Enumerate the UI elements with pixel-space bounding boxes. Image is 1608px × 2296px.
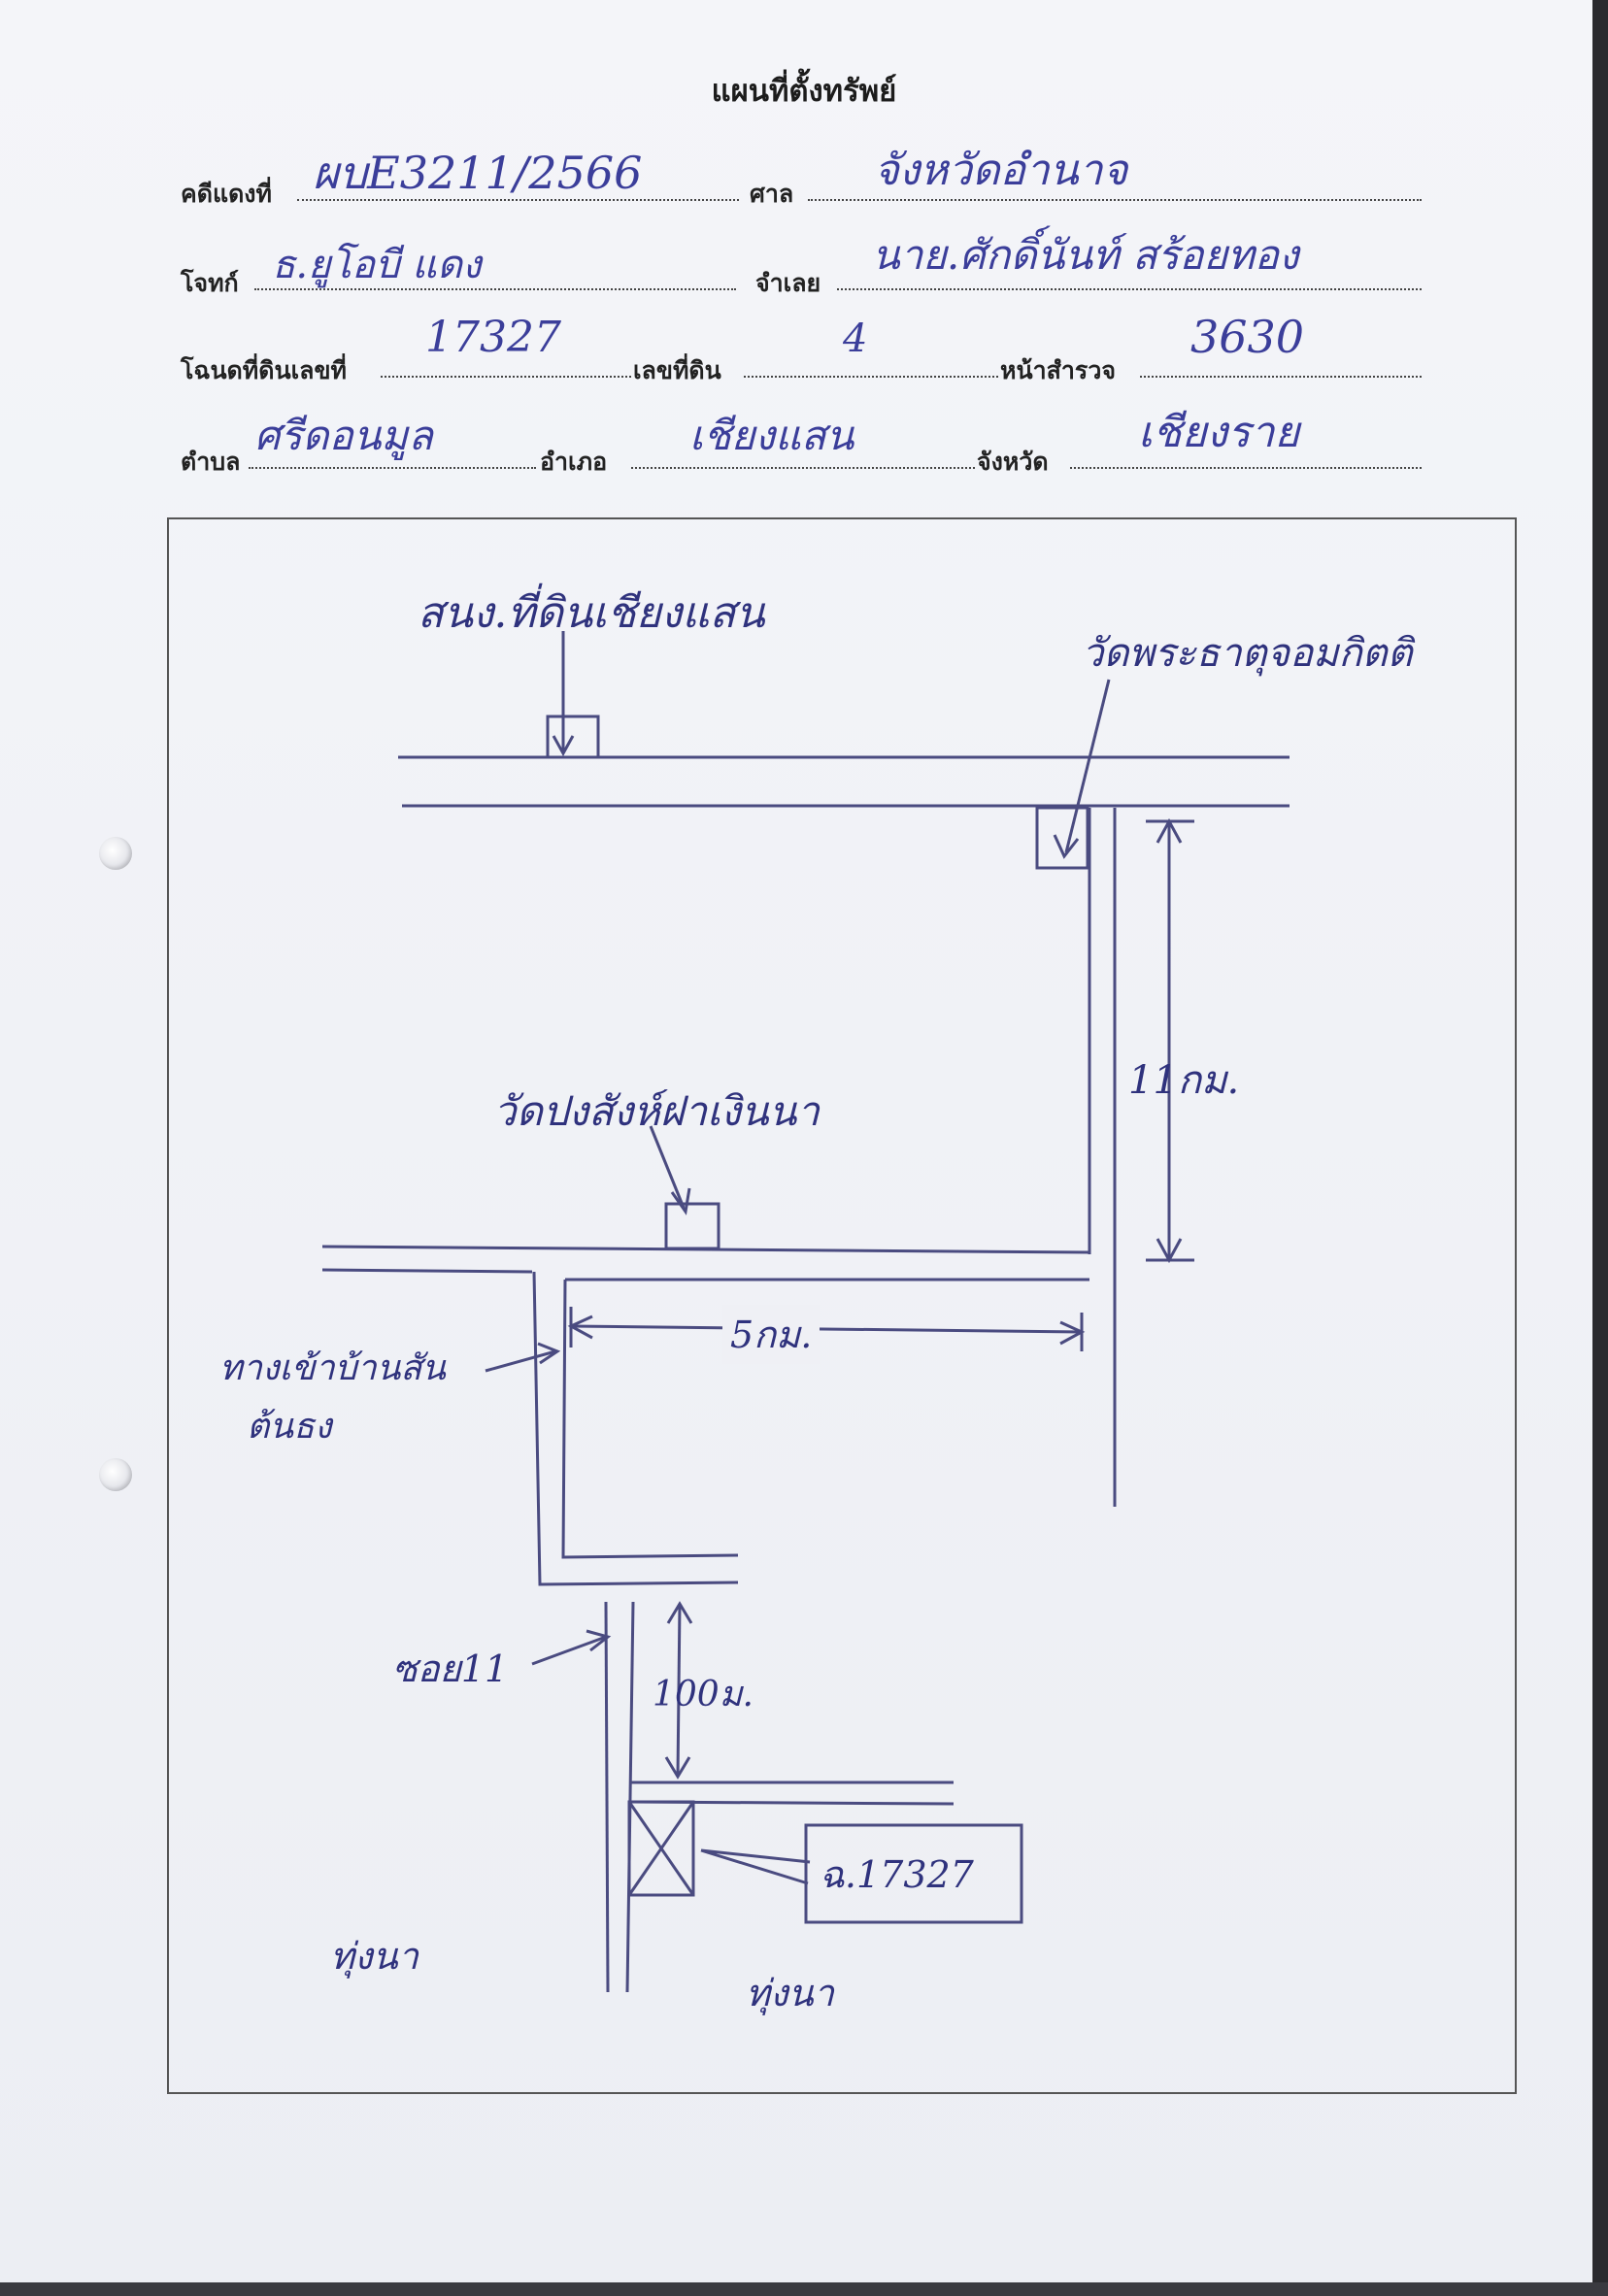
punch-hole-icon	[99, 837, 132, 870]
scan-edge-bottom	[0, 2282, 1608, 2296]
arrow-head-icon	[537, 1342, 561, 1365]
arrow-head-icon	[670, 1187, 691, 1215]
temple-top-marker	[1035, 806, 1089, 870]
village-road-arrow	[485, 1349, 556, 1373]
soi-label: ซอย11	[392, 1647, 509, 1690]
property-pointer	[700, 1848, 811, 1885]
soi-arrow	[531, 1635, 607, 1666]
land-no-line	[744, 376, 998, 378]
subdistrict-line	[249, 467, 536, 469]
defendant-line	[837, 288, 1422, 290]
distance-soi-label: 100ม.	[653, 1675, 754, 1714]
case-no-value: ผบE3211/2566	[313, 147, 643, 199]
plaintiff-label: โจทก์	[181, 269, 239, 297]
temple-middle-arrow	[649, 1125, 686, 1209]
arrow-head-icon	[1059, 1320, 1086, 1346]
village-road-label-line2: ต้นธง	[247, 1407, 332, 1447]
temple-top-label: วัดพระธาตุจอมกิตติ	[1082, 631, 1413, 676]
land-office-marker	[546, 715, 600, 759]
defendant-label: จำเลย	[755, 269, 821, 297]
punch-hole-icon	[99, 1458, 132, 1491]
village-road-left-edge	[532, 1271, 739, 1586]
court-line	[808, 199, 1422, 201]
province-label: จังหวัด	[977, 448, 1049, 476]
soi-left-edge	[604, 1601, 610, 1993]
arrow-head-icon	[567, 1314, 593, 1340]
arrow-head-icon	[664, 1756, 691, 1780]
soi-right-edge	[625, 1601, 635, 1993]
land-office-label: สนง.ที่ดินเชียงแสน	[418, 588, 765, 638]
province-value: เชียงราย	[1138, 408, 1300, 457]
dimension-soi-line	[676, 1603, 682, 1778]
distance-vertical-label: 11กม.	[1128, 1058, 1240, 1103]
arrow-head-icon	[1156, 817, 1183, 844]
plaintiff-value: ธ.ยูโอบี แดง	[272, 243, 482, 287]
subdistrict-label: ตำบล	[181, 448, 241, 476]
arrow-head-icon	[1156, 1238, 1183, 1264]
land-no-label: เลขที่ดิน	[633, 356, 721, 384]
road-middle-lower-edge-left	[321, 1268, 533, 1274]
property-marker	[627, 1800, 695, 1897]
distance-horizontal-label: 5กม.	[722, 1305, 821, 1364]
court-label: ศาล	[750, 180, 794, 208]
rice-field-right-label: ทุ่งนา	[746, 1972, 834, 2014]
district-label: อำเภอ	[540, 448, 608, 476]
village-road-label: ทางเข้าบ้านสัน	[219, 1348, 446, 1388]
district-line	[631, 467, 975, 469]
temple-middle-marker	[664, 1202, 720, 1250]
arrow-head-icon	[552, 735, 575, 757]
province-line	[1070, 467, 1422, 469]
property-cross	[627, 1801, 695, 1896]
arrow-head-icon	[586, 1629, 612, 1652]
arrow-head-icon	[1053, 834, 1080, 859]
case-no-label: คดีแดงที่	[181, 180, 272, 208]
scan-edge-right	[1592, 0, 1608, 2296]
survey-page-label: หน้าสำรวจ	[1000, 356, 1117, 384]
deed-no-value: 17327	[425, 313, 561, 362]
arrow-head-icon	[666, 1601, 693, 1624]
defendant-value: นาย.ศักดิ์นันท์ สร้อยทอง	[872, 231, 1299, 279]
village-road-right-edge	[561, 1279, 739, 1559]
temple-middle-label: วัดปงสังห์ฝาเงินนา	[493, 1087, 820, 1135]
deed-label: ฉ.17327	[820, 1853, 974, 1896]
subdistrict-value: ศรีดอนมูล	[254, 412, 433, 459]
deed-no-line	[381, 376, 631, 378]
survey-page-value: 3630	[1190, 311, 1305, 363]
plaintiff-line	[254, 288, 736, 290]
land-no-value: 4	[843, 316, 868, 361]
case-no-line	[297, 199, 739, 201]
district-value: เชียงแสน	[689, 412, 854, 459]
survey-page-line	[1140, 376, 1422, 378]
court-value: จังหวัดอำนาจ	[874, 146, 1128, 195]
document-title: แผนที่ตั้งทรัพย์	[711, 74, 897, 109]
rice-field-left-label: ทุ่งนา	[330, 1935, 419, 1978]
deed-no-label: โฉนดที่ดินเลขที่	[181, 356, 348, 384]
deed-label-box	[804, 1823, 1023, 1924]
location-map	[167, 517, 1517, 2094]
dimension-horizontal-line	[570, 1324, 1083, 1334]
temple-top-arrow	[1064, 679, 1111, 853]
